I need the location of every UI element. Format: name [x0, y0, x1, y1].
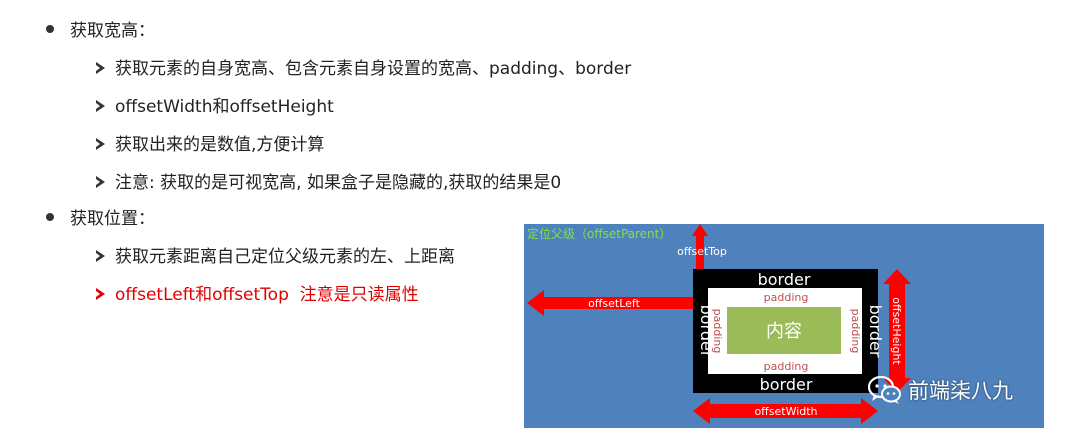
arrow-bullet-icon — [96, 138, 105, 150]
offset-width-arrow-head-right — [861, 398, 878, 424]
list-item: 注意: 获取的是可视宽高, 如果盒子是隐藏的,获取的结果是0 — [96, 172, 561, 194]
list-item-highlight: offsetLeft和offsetTop 注意是只读属性 — [96, 284, 419, 306]
list-item: offsetWidth和offsetHeight — [96, 96, 334, 118]
watermark-text: 前端柒八九 — [908, 379, 1013, 403]
border-label-left: border — [697, 305, 716, 358]
arrow-bullet-icon — [96, 176, 105, 188]
offset-height-label: offsetHeight — [890, 297, 903, 365]
offset-height-arrow-head-top — [883, 269, 911, 284]
padding-label-top: padding — [764, 291, 809, 304]
arrow-bullet-icon — [96, 250, 105, 262]
offset-height-arrow — [889, 284, 905, 378]
list-item: 获取出来的是数值,方便计算 — [96, 134, 324, 156]
watermark: 前端柒八九 — [868, 374, 1013, 406]
offset-left-arrow-head — [527, 290, 544, 316]
arrow-bullet-icon — [96, 288, 105, 300]
offset-parent-label: 定位父级（offsetParent） — [527, 226, 671, 241]
offset-top-label: offsetTop — [677, 245, 727, 258]
box-model-diagram: 定位父级（offsetParent） 内容 border border bord… — [524, 224, 1044, 428]
offset-left-arrow — [544, 297, 693, 309]
offset-width-label: offsetWidth — [754, 405, 817, 418]
bullet-get-position: 获取位置： — [46, 208, 155, 230]
list-item: 获取元素距离自己定位父级元素的左、上距离 — [96, 246, 455, 268]
content-box — [727, 307, 841, 354]
offset-top-arrow — [696, 236, 704, 269]
offset-width-arrow-head-left — [693, 398, 710, 424]
arrow-bullet-icon — [96, 100, 105, 112]
bullet-dot — [46, 25, 54, 33]
offset-top-arrow-head — [692, 224, 708, 236]
heading-get-position: 获取位置： — [70, 209, 155, 229]
padding-label-right: padding — [849, 309, 862, 354]
offset-width-arrow — [710, 404, 861, 418]
arrow-bullet-icon — [96, 62, 105, 74]
bullet-get-size: 获取宽高： — [46, 20, 155, 42]
padding-label-left: padding — [711, 309, 724, 354]
offset-left-label: offsetLeft — [588, 297, 641, 310]
wechat-icon — [868, 375, 901, 404]
border-label-top: border — [758, 270, 811, 289]
content-label: 内容 — [766, 321, 802, 342]
border-label-right: border — [866, 305, 885, 358]
bullet-dot — [46, 213, 54, 221]
border-label-bottom: border — [760, 375, 813, 394]
list-item: 获取元素的自身宽高、包含元素自身设置的宽高、padding、border — [96, 58, 631, 80]
heading-get-size: 获取宽高： — [70, 21, 155, 41]
padding-label-bottom: padding — [764, 360, 809, 373]
